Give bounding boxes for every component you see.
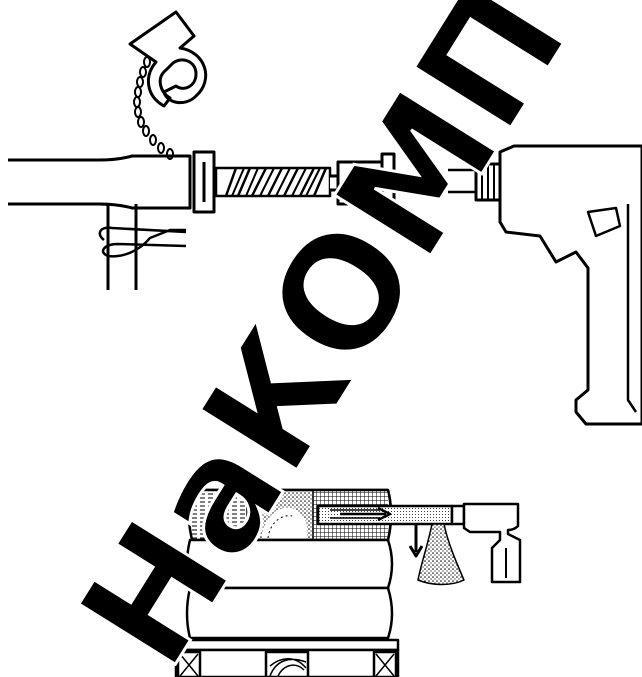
- mini-drill: [450, 502, 522, 584]
- drive-bit: [402, 176, 430, 188]
- bale-layer-dashed: [189, 490, 247, 540]
- bottom-illustration: [174, 488, 522, 677]
- bale-3: [185, 586, 394, 640]
- drill-grip-edge: [626, 204, 638, 413]
- down-arrow-icon: [408, 524, 424, 558]
- push-arrow-icon: [340, 506, 392, 522]
- handheld-drill: [498, 144, 642, 426]
- probe-tube: [8, 154, 192, 210]
- sample-spill: [417, 523, 465, 586]
- auger-spiral: [214, 166, 332, 198]
- clamp-chain: [133, 56, 174, 160]
- drill-trigger: [586, 206, 622, 238]
- t-clamp: [128, 10, 208, 108]
- sampling-auger: [316, 504, 454, 526]
- bale-core: [262, 507, 308, 540]
- top-illustration: [8, 10, 642, 426]
- support-stand: [106, 204, 138, 290]
- pallet: [174, 638, 400, 677]
- stand-hook: [98, 226, 187, 258]
